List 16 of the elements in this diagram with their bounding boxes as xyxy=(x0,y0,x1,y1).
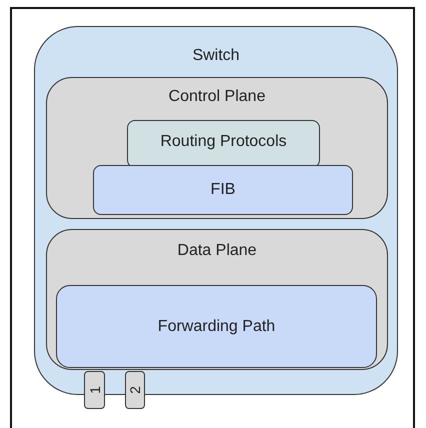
fib-box xyxy=(93,165,353,215)
box-label: FIB xyxy=(210,181,236,199)
box-label: Forwarding Path xyxy=(156,318,276,336)
port-box xyxy=(125,371,145,409)
switch-box xyxy=(34,26,398,395)
port-box xyxy=(84,371,105,409)
port-number: 1 xyxy=(86,386,102,394)
box-label: Control Plane xyxy=(168,88,266,106)
port-number: 2 xyxy=(127,386,143,394)
data-plane-box xyxy=(46,229,388,370)
routing-protocols-box xyxy=(127,120,320,168)
box-label: Data Plane xyxy=(176,242,258,260)
control-plane-box xyxy=(46,77,388,219)
forwarding-path-box xyxy=(56,285,377,368)
box-label: Switch xyxy=(191,47,241,65)
box-label: Routing Protocols xyxy=(159,133,288,151)
